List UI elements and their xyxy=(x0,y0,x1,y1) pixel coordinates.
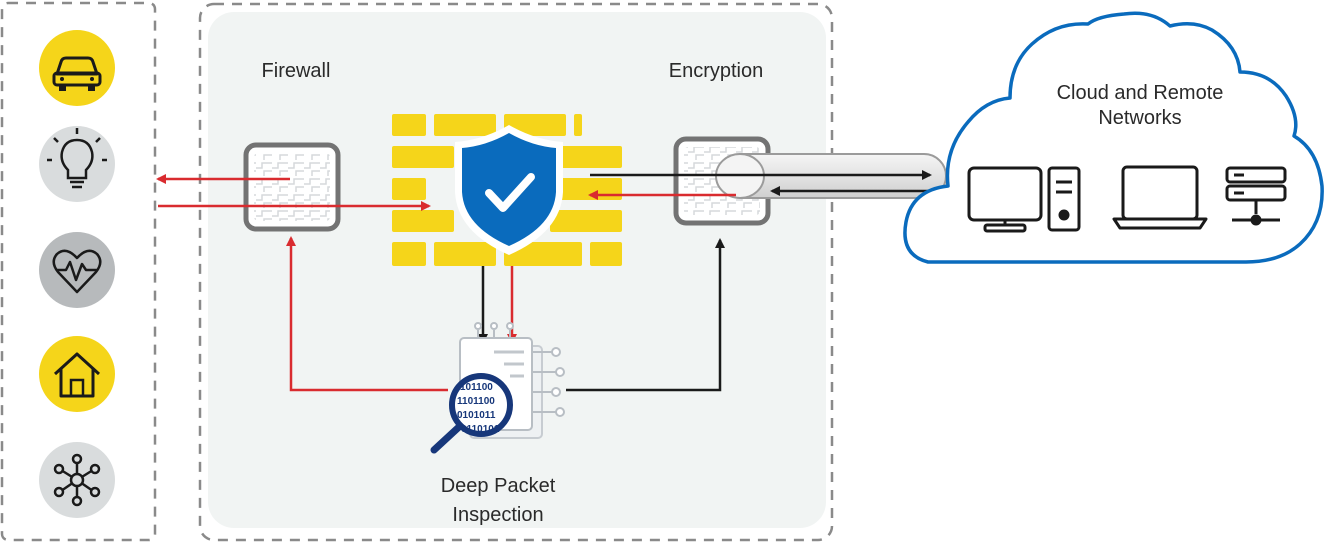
lightbulb-icon xyxy=(39,126,115,202)
cloud-label-line-1: Cloud and Remote xyxy=(1056,82,1224,104)
car-icon xyxy=(39,30,115,106)
cloud-shape xyxy=(903,11,1324,264)
binary-line-2: 1101100 xyxy=(457,396,495,407)
laptop-icon xyxy=(1112,165,1208,230)
black-arrow-dpi-to-encryption xyxy=(566,238,725,392)
security-panel-border xyxy=(198,2,834,542)
security-panel xyxy=(208,12,826,528)
firewall-brick-wall xyxy=(392,114,622,266)
binary-line-1: 101100 xyxy=(460,382,493,393)
magnifying-glass-icon: 101100 1101100 0101011 0110101 xyxy=(430,373,513,454)
cloud-label-line-2: Networks xyxy=(1098,107,1182,129)
binary-line-3: 0101011 xyxy=(457,410,496,421)
shield-check-icon xyxy=(455,125,563,255)
network-hub-icon xyxy=(39,442,115,518)
desktop-computer-icon xyxy=(967,166,1081,233)
red-arrow-dpi-to-firewall xyxy=(286,236,448,392)
firewall-label: Firewall xyxy=(261,60,331,82)
dpi-label-line-2: Inspection xyxy=(452,504,544,526)
home-icon xyxy=(39,336,115,412)
heart-monitor-icon xyxy=(39,232,115,308)
dpi-label-line-1: Deep Packet xyxy=(440,475,556,497)
binary-line-4: 0110101 xyxy=(461,424,500,435)
firewall-module xyxy=(243,142,341,232)
server-icon xyxy=(1225,166,1287,226)
encryption-label: Encryption xyxy=(668,60,764,82)
